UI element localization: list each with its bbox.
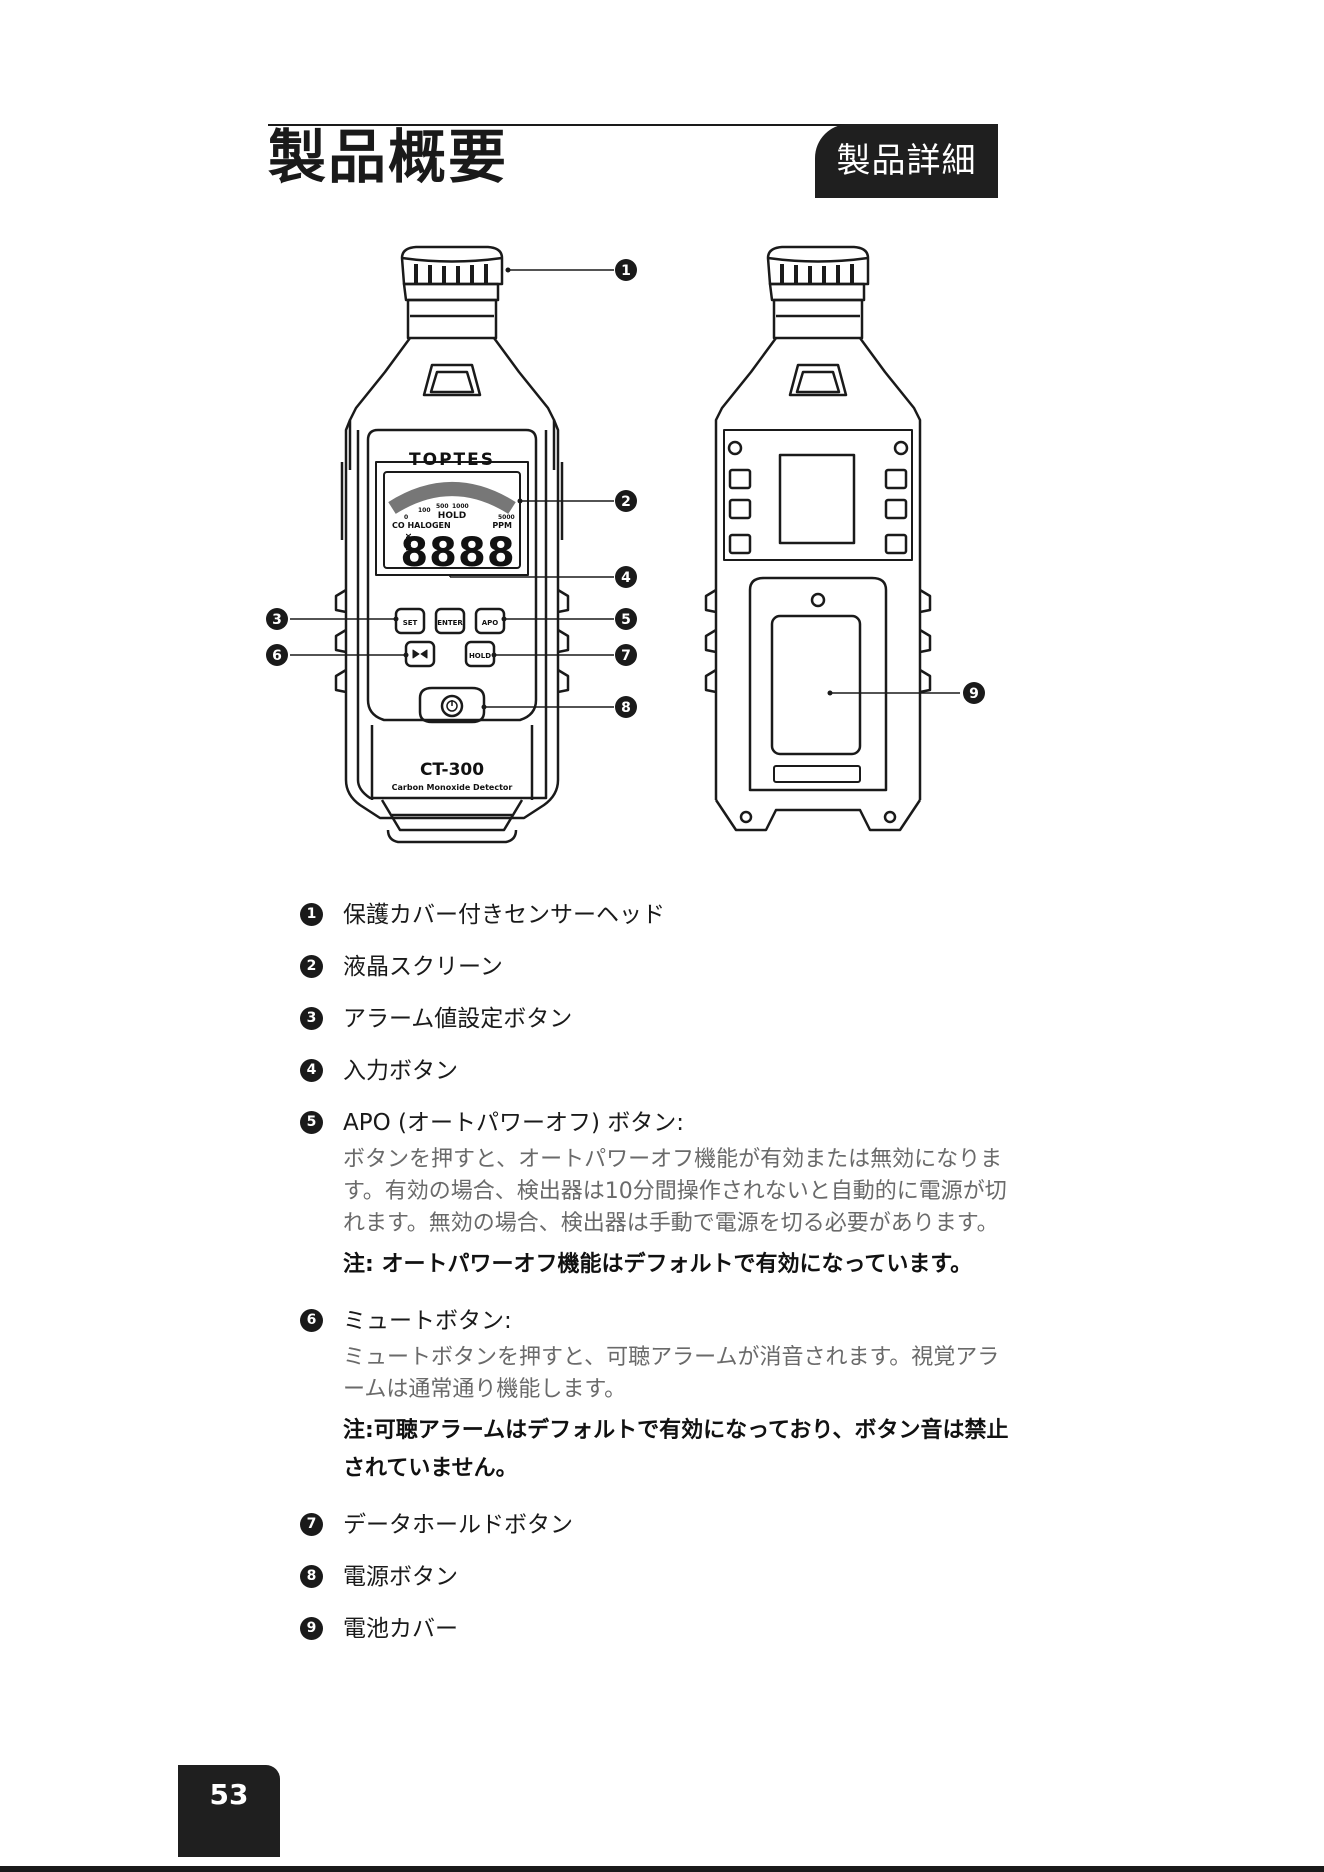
btn-hold-label: HOLD [469, 652, 491, 660]
legend-number: 5 [300, 1111, 323, 1134]
legend-label: 入力ボタン [343, 1058, 458, 1084]
legend-number: 8 [300, 1565, 323, 1588]
footer-rule [0, 1866, 1324, 1872]
callout-2: 2 [621, 494, 631, 510]
legend-label: アラーム値設定ボタン [343, 1006, 573, 1032]
product-illustration: TOPTES 0 100 500 1000 5000 HOLD CO HALOG… [266, 245, 985, 844]
lcd-scale-0: 0 [404, 514, 408, 521]
legend-item-1: 1 保護カバー付きセンサーヘッド [300, 900, 1020, 930]
lcd-mode: CO HALOGEN [392, 521, 451, 530]
legend-item-8: 8 電源ボタン [300, 1562, 1020, 1592]
callout-3: 3 [272, 612, 282, 628]
page-number: 53 [178, 1765, 280, 1857]
lcd-scale-100: 100 [418, 507, 431, 514]
legend-label: 保護カバー付きセンサーヘッド [343, 902, 665, 928]
legend-item-5: 5 APO (オートパワーオフ) ボタン: ボタンを押すと、オートパワーオフ機能… [300, 1108, 1020, 1284]
legend-description: ミュートボタンを押すと、可聴アラームが消音されます。視覚アラームは通常通り機能し… [343, 1345, 1000, 1402]
legend-description: ボタンを押すと、オートパワーオフ機能が有効または無効になります。有効の場合、検出… [343, 1147, 1007, 1236]
device-model: CT-300 [420, 760, 484, 780]
lcd-scale-1000: 1000 [452, 503, 469, 510]
legend-note: 注:可聴アラームはデフォルトで有効になっており、ボタン音は禁止されていません。 [343, 1418, 1009, 1481]
lcd-unit: PPM [492, 521, 512, 530]
legend-number: 2 [300, 955, 323, 978]
lcd-hold: HOLD [438, 511, 466, 521]
back-view [704, 245, 932, 832]
page-title: 製品概要 [268, 123, 509, 191]
callout-markers: 1 2 3 4 5 6 7 8 9 [266, 259, 985, 718]
lcd-scale-5000: 5000 [498, 514, 515, 521]
component-legend: 1 保護カバー付きセンサーヘッド 2 液晶スクリーン 3 アラーム値設定ボタン … [300, 900, 1020, 1666]
callout-7: 7 [621, 648, 631, 664]
lcd-digits: 8888 [400, 530, 515, 576]
callout-4: 4 [621, 570, 631, 586]
legend-label: 電源ボタン [343, 1564, 458, 1590]
legend-label: APO (オートパワーオフ) ボタン: [343, 1110, 685, 1136]
device-model-desc: Carbon Monoxide Detector [392, 783, 513, 792]
legend-number: 3 [300, 1007, 323, 1030]
front-view [334, 245, 570, 844]
legend-item-4: 4 入力ボタン [300, 1056, 1020, 1086]
leader-lines [290, 269, 960, 708]
legend-label: データホールドボタン [343, 1512, 573, 1538]
lcd-scale-500: 500 [436, 503, 449, 510]
callout-1: 1 [621, 263, 631, 279]
legend-item-7: 7 データホールドボタン [300, 1510, 1020, 1540]
legend-number: 1 [300, 903, 323, 926]
callout-6: 6 [272, 648, 282, 664]
legend-label: 液晶スクリーン [343, 954, 503, 980]
legend-number: 9 [300, 1617, 323, 1640]
legend-note: 注: オートパワーオフ機能はデフォルトで有効になっています。 [343, 1252, 973, 1277]
legend-label: ミュートボタン: [343, 1308, 512, 1334]
legend-label: 電池カバー [343, 1616, 458, 1642]
callout-9: 9 [969, 686, 979, 702]
legend-item-3: 3 アラーム値設定ボタン [300, 1004, 1020, 1034]
device-brand: TOPTES [409, 450, 495, 470]
header-rule [268, 124, 998, 126]
legend-item-6: 6 ミュートボタン: ミュートボタンを押すと、可聴アラームが消音されます。視覚ア… [300, 1306, 1020, 1488]
callout-5: 5 [621, 612, 631, 628]
btn-set-label: SET [403, 619, 418, 627]
btn-apo-label: APO [482, 619, 499, 627]
legend-number: 7 [300, 1513, 323, 1536]
lcd-side-label: MAX [405, 533, 413, 551]
section-tab: 製品詳細 [815, 124, 998, 198]
legend-item-2: 2 液晶スクリーン [300, 952, 1020, 982]
legend-number: 4 [300, 1059, 323, 1082]
legend-item-9: 9 電池カバー [300, 1614, 1020, 1644]
btn-enter-label: ENTER [437, 619, 463, 627]
legend-number: 6 [300, 1309, 323, 1332]
callout-8: 8 [621, 700, 631, 716]
